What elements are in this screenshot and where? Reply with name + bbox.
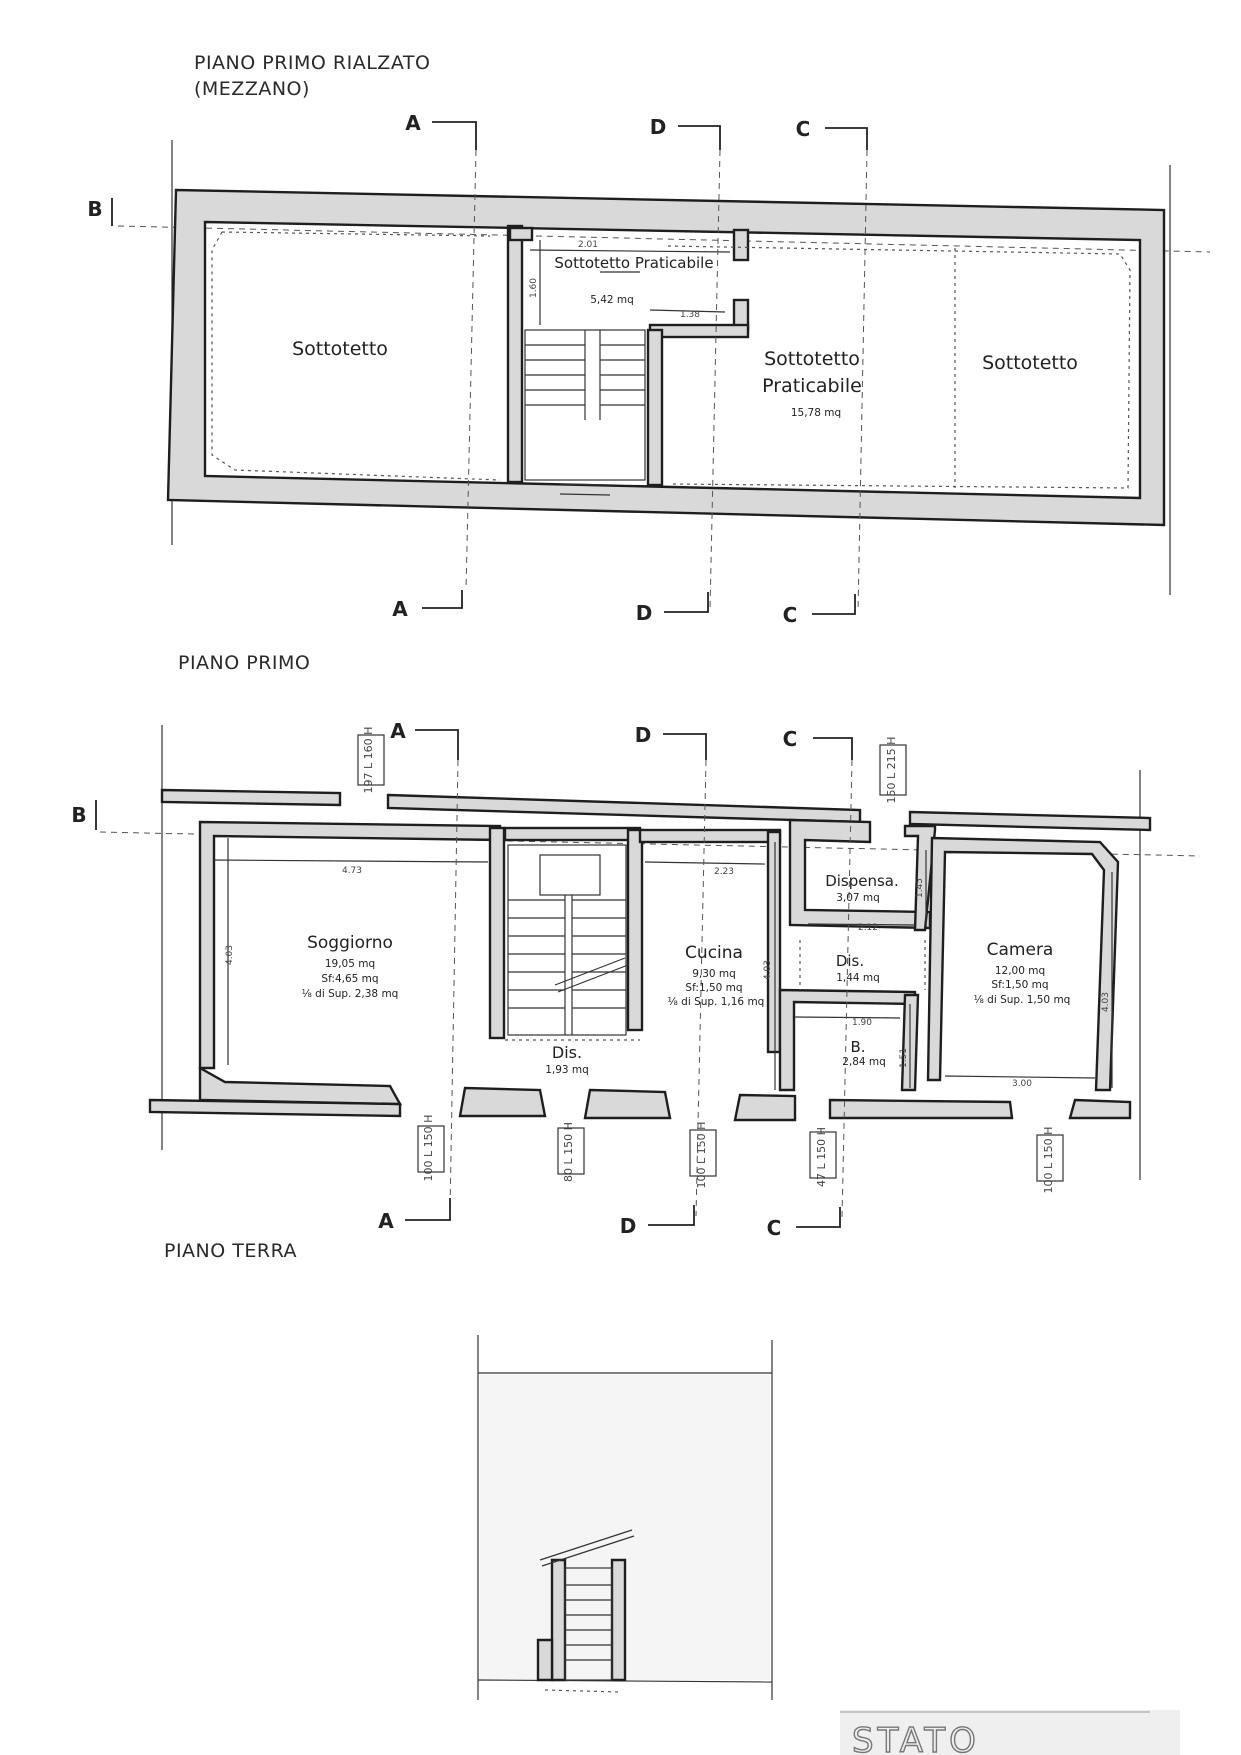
first-section-d-bottom: D <box>620 1214 637 1238</box>
first-soggiorno-dim-w: 4.73 <box>342 866 362 876</box>
stamp-stato: STATO <box>840 1710 1180 1755</box>
mezz-section-c-bottom: C <box>783 603 798 627</box>
first-cucina-dim-w: 2.23 <box>714 867 734 877</box>
first-dis-stair-area: 1,93 mq <box>545 1064 589 1076</box>
mezz-dim-small-2: 1.38 <box>680 310 700 320</box>
first-section-a-top: A <box>390 719 406 743</box>
first-dispensa-dim-h: 1.45 <box>915 878 925 898</box>
mezz-room-sottotetto-praticabile-small: Sottotetto Praticabile <box>554 254 713 272</box>
first-bagno-dim-h: 1.51 <box>899 1048 909 1068</box>
opening-bottom-5: 100 L 150 H <box>1042 1127 1055 1194</box>
mezzanine-plan: Sottotetto Sottotetto Praticabile 2.01 1… <box>87 111 1211 627</box>
first-camera-area: 12,00 mq <box>995 965 1045 977</box>
mezz-section-d-bottom: D <box>636 601 653 625</box>
mezz-room-sottotetto-right: Sottotetto <box>982 352 1078 374</box>
first-section-b: B <box>71 803 86 827</box>
opening-bottom-3: 100 L 150 H <box>695 1122 708 1189</box>
mezz-area-small: 5,42 mq <box>590 294 634 306</box>
title-mezzanine: PIANO PRIMO RIALZATO <box>194 52 431 74</box>
title-first-floor: PIANO PRIMO <box>178 652 311 674</box>
mezz-section-d-top: D <box>650 115 667 139</box>
mezz-area-large: 15,78 mq <box>791 407 841 419</box>
first-camera-dim-w: 3.00 <box>1012 1079 1032 1089</box>
first-room-cucina: Cucina <box>685 943 743 963</box>
mezz-section-c-top: C <box>796 117 811 141</box>
first-room-dis-stair: Dis. <box>552 1043 582 1062</box>
first-bagno-area: 2,84 mq <box>842 1056 886 1068</box>
first-section-marks: A D C B A D C <box>71 719 853 1240</box>
first-cucina-sf: Sf:1,50 mq <box>685 982 742 994</box>
mezz-section-b: B <box>87 197 102 221</box>
first-floor-plan: Soggiorno 19,05 mq Sf:4,65 mq ⅛ di Sup. … <box>71 719 1201 1240</box>
ground-floor-plan <box>477 1335 773 1700</box>
first-section-c-top: C <box>783 727 798 751</box>
first-section-d-top: D <box>635 723 652 747</box>
mezz-section-marks: A D C B A D C <box>87 111 868 627</box>
first-soggiorno-dim-h: 4.03 <box>225 945 235 965</box>
first-section-c-bottom: C <box>767 1216 782 1240</box>
first-dispensa-dim-w: 2.12 <box>858 923 878 933</box>
first-bagno-dim-w: 1.90 <box>852 1018 872 1028</box>
mezz-section-a-top: A <box>405 111 421 135</box>
mezz-dim-small-height: 1.60 <box>529 278 539 298</box>
first-camera-dim-h: 4.03 <box>1101 992 1111 1012</box>
first-section-a-bottom: A <box>378 1209 394 1233</box>
first-cucina-dim-h: 4.03 <box>763 960 773 980</box>
mezz-dim-small-width: 2.01 <box>578 240 598 250</box>
first-camera-eighth: ⅛ di Sup. 1,50 mq <box>974 994 1071 1006</box>
first-room-soggiorno: Soggiorno <box>307 933 393 953</box>
first-room-dis-mid: Dis. <box>836 952 864 970</box>
opening-bottom-2: 80 L 150 H <box>562 1122 575 1182</box>
first-dis-mid-area: 1,44 mq <box>836 972 880 984</box>
first-camera-sf: Sf:1,50 mq <box>991 979 1048 991</box>
opening-top-left: 197 L 160 H <box>362 727 375 794</box>
mezz-section-a-bottom: A <box>392 597 408 621</box>
first-room-bagno: B. <box>850 1038 865 1056</box>
first-dispensa-area: 3,07 mq <box>836 892 880 904</box>
opening-bottom-4: 47 L 150 H <box>815 1127 828 1187</box>
opening-top-right: 150 L 215 H <box>885 737 898 804</box>
mezzanine-stair <box>524 329 646 481</box>
title-ground-floor: PIANO TERRA <box>164 1240 298 1262</box>
mezz-room-sottotetto-praticabile-line1: Sottotetto <box>764 348 860 370</box>
first-floor-stair <box>507 844 629 1036</box>
first-room-dispensa: Dispensa. <box>825 872 899 890</box>
first-soggiorno-area: 19,05 mq <box>325 958 375 970</box>
first-soggiorno-eighth: ⅛ di Sup. 2,38 mq <box>302 988 399 1000</box>
stamp-text: STATO <box>852 1721 980 1755</box>
first-soggiorno-sf: Sf:4,65 mq <box>321 973 378 985</box>
title-mezzanine-sub: (MEZZANO) <box>194 78 310 100</box>
opening-bottom-1: 100 L 150 H <box>422 1115 435 1182</box>
mezz-room-sottotetto-left: Sottotetto <box>292 338 388 360</box>
first-room-camera: Camera <box>987 940 1054 960</box>
first-cucina-area: 9,30 mq <box>692 968 736 980</box>
mezz-room-sottotetto-praticabile-line2: Praticabile <box>762 375 862 397</box>
first-cucina-eighth: ⅛ di Sup. 1,16 mq <box>668 996 765 1008</box>
